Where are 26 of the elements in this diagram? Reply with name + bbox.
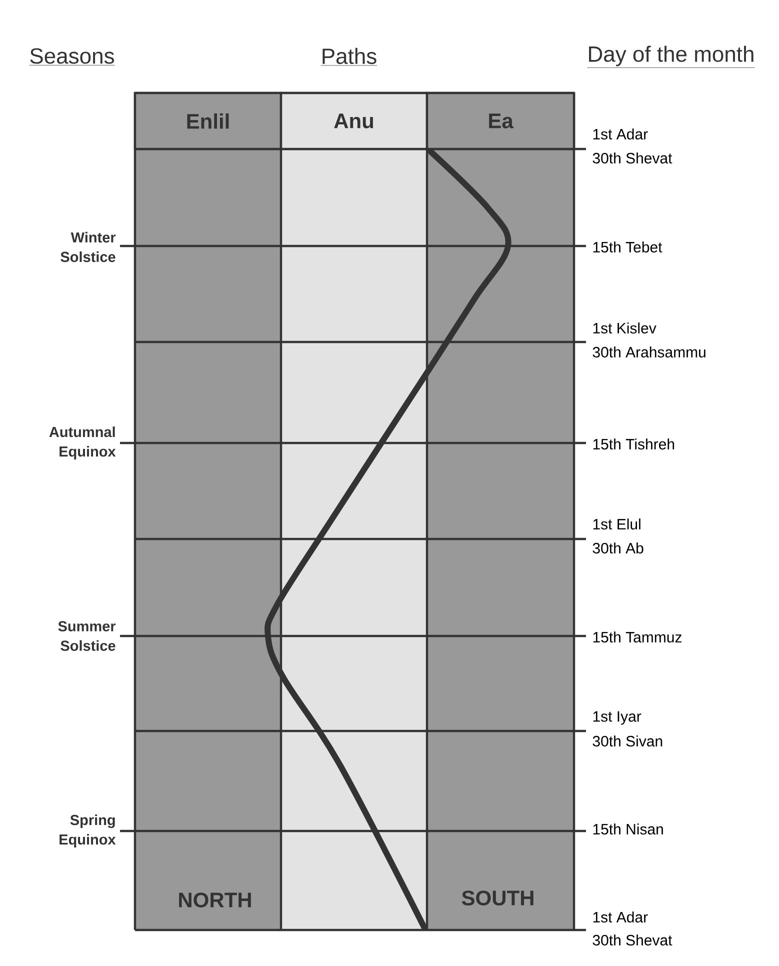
column-header: Enlil xyxy=(134,92,282,150)
day-label: 30th Shevat xyxy=(592,934,672,946)
column-heading: Seasons xyxy=(29,48,115,66)
column-heading: Paths xyxy=(320,48,378,66)
day-label: 15th Tebet xyxy=(593,242,662,252)
day-label: 30th Ab xyxy=(592,542,644,554)
day-label: 1st Adar xyxy=(593,128,648,140)
direction-label: NORTH xyxy=(179,892,251,908)
column-heading: Day of the month xyxy=(587,46,755,68)
day-label: 1st Kislev xyxy=(593,322,656,334)
day-label: 1st Elul xyxy=(593,518,640,530)
season-label: Summer Solstice xyxy=(58,621,116,651)
column-header: Anu xyxy=(280,92,428,150)
day-label: 30th Sivan xyxy=(592,736,662,746)
season-label: Winter Solstice xyxy=(60,232,116,262)
column-header: Ea xyxy=(426,92,576,150)
season-label: Spring Equinox xyxy=(60,814,116,848)
day-label: 1st Adar xyxy=(593,912,648,923)
day-label: 15th Nisan xyxy=(593,824,663,835)
day-label: 30th Arahsammu xyxy=(592,346,706,358)
day-label: 15th Tammuz xyxy=(593,632,682,642)
season-label: Autumnal Equinox xyxy=(49,426,116,460)
day-label: 15th Tishreh xyxy=(593,438,674,450)
day-label: 1st Iyar xyxy=(593,711,642,725)
day-label: 30th Shevat xyxy=(592,152,672,164)
direction-label: SOUTH xyxy=(462,890,534,906)
